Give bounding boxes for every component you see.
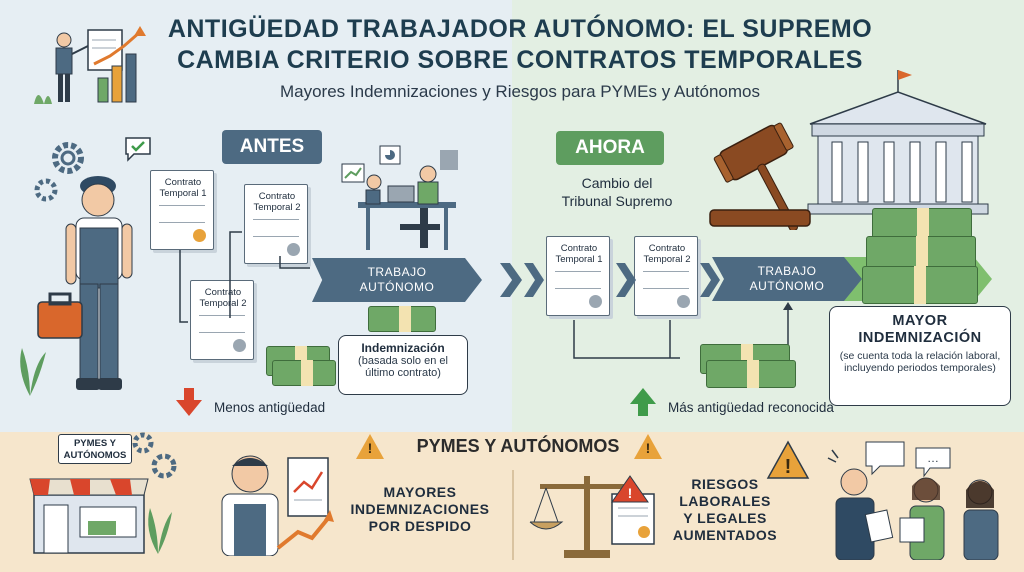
ahora-contract-2: Contrato Temporal 2 [634,236,698,316]
antes-indemnizacion-title: Indemnización [361,341,445,355]
people-discussing-illustration: … [827,441,999,560]
right-risk-line-1: RIESGOS [691,476,759,492]
cambio-line-2: Tribunal Supremo [561,193,673,209]
left-risk-line-2: INDEMNIZACIONES [350,501,490,517]
bottom-divider [512,470,514,560]
gear-icon [52,142,84,174]
gavel-icon [709,122,811,230]
title-line-1: ANTIGÜEDAD TRABAJADOR AUTÓNOMO: EL SUPRE… [167,15,873,43]
worker-illustration [37,176,133,390]
antes-contract-1: Contrato Temporal 1 [150,170,214,250]
antes-money-stack-small [368,306,436,332]
gear-icon [132,432,154,454]
right-risk-line-3: Y LEGALES [683,510,767,526]
ahora-contract-1: Contrato Temporal 1 [546,236,610,316]
up-arrow-icon [630,388,656,416]
antes-contract-2-top-label: Contrato Temporal 2 [253,191,301,213]
antes-contract-2-bottom-label: Contrato Temporal 2 [199,287,247,309]
title-line-2: CAMBIA CRITERIO SOBRE CONTRATOS TEMPORAL… [177,46,863,74]
right-risk-line-4: AUMENTADOS [672,527,778,543]
page-title: ANTIGÜEDAD TRABAJADOR AUTÓNOMO: EL SUPRE… [160,14,880,76]
shop-sign-line-2: AUTÓNOMOS [63,450,127,461]
shop-sign-line-1: PYMES Y [73,438,117,449]
left-risk-line-1: MAYORES [383,484,457,500]
shop-illustration [29,478,149,554]
antes-trabajo-autonomo-ribbon: TRABAJO AUTÓNOMO [312,258,482,302]
ahora-trabajo-autonomo-ribbon: TRABAJO AUTÓNOMO [712,257,862,301]
warning-icon: ! [766,440,810,479]
antes-indemnizacion-box: Indemnización (basada solo en el último … [338,335,468,395]
ahora-money-stack [706,360,796,388]
ahora-contract-1-label: Contrato Temporal 1 [555,243,603,265]
left-risk-line-3: POR DESPIDO [368,518,472,534]
antes-contract-1-label: Contrato Temporal 1 [159,177,207,199]
plant-illustration [148,508,172,554]
svg-text:!: ! [785,456,792,478]
cambio-tribunal-text: Cambio del Tribunal Supremo [542,174,692,210]
antes-ribbon-line-1: TRABAJO [367,265,427,279]
shop-sign: PYMES Y AUTÓNOMOS [58,434,132,464]
ahora-mayor-indemnizacion-box: MAYOR INDEMNIZACIÓN (se cuenta toda la r… [829,306,1011,406]
riesgos-laborales-text: RIESGOS LABORALES Y LEGALES AUMENTADOS [658,476,792,544]
ahora-ribbon-line-1: TRABAJO [757,264,817,278]
check-bubble-icon [125,137,151,162]
warning-icon: ! [634,434,662,459]
plant-illustration [20,348,46,396]
pymes-autonomos-banner: PYMES Y AUTÓNOMOS [416,436,620,456]
cambio-line-1: Cambio del [581,175,653,191]
ahora-connectors [573,302,793,359]
office-workers-illustration [341,145,458,250]
warning-icon: ! [356,434,384,459]
ahora-label: AHORA [556,131,664,165]
presenter-illustration [34,26,146,104]
antes-ribbon-line-2: AUTÓNOMO [359,280,435,294]
ahora-caption: Más antigüedad reconocida [668,400,834,415]
antes-contract-2-top: Contrato Temporal 2 [244,184,308,264]
antes-label: ANTES [222,130,322,164]
ahora-ribbon-line-2: AUTÓNOMO [749,279,825,293]
legal-document-icon: ! [611,475,655,545]
page-subtitle: Mayores Indemnizaciones y Riesgos para P… [279,82,760,101]
gear-icon [34,178,58,202]
ahora-box-title-2: INDEMNIZACIÓN [858,330,982,346]
down-arrow-icon [176,388,202,416]
right-risk-line-2: LABORALES [679,493,771,509]
antes-contract-2-bottom: Contrato Temporal 2 [190,280,254,360]
antes-connectors [179,231,310,323]
gear-icon [151,453,177,479]
ahora-box-body: (se cuenta toda la relación laboral, inc… [839,350,1001,374]
antes-indemnizacion-body: (basada solo en el último contrato) [358,355,448,379]
svg-text:!: ! [628,485,633,501]
worried-owner-illustration [221,455,334,556]
antes-money-stack [272,360,336,386]
svg-text:…: … [927,451,939,465]
ahora-big-money-stack [862,266,978,304]
antes-caption: Menos antigüedad [214,400,326,415]
mayores-indemnizaciones-text: MAYORES INDEMNIZACIONES POR DESPIDO [338,484,502,535]
ahora-box-title-1: MAYOR [892,313,948,329]
ahora-contract-2-label: Contrato Temporal 2 [643,243,691,265]
